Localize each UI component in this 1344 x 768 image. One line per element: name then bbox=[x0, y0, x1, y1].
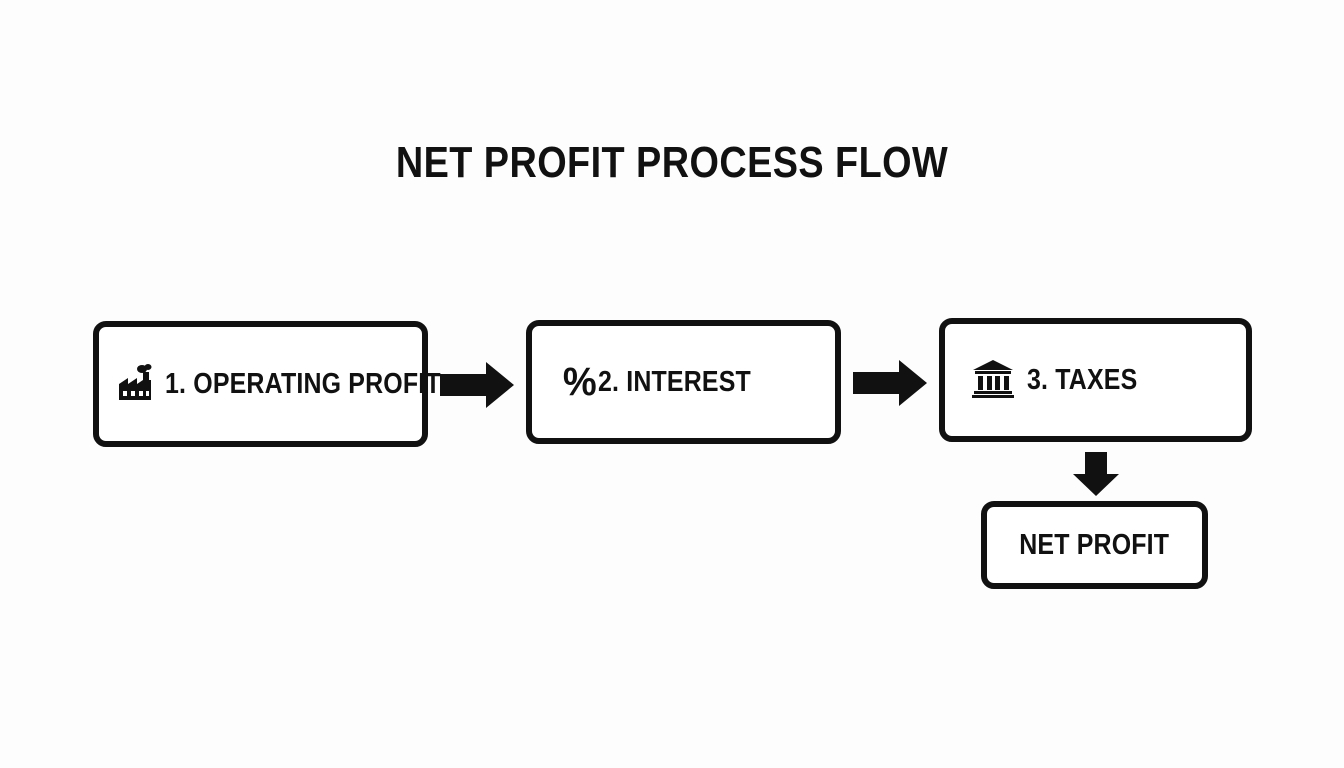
diagram-title: NET PROFIT PROCESS FLOW bbox=[395, 138, 949, 187]
step-label: 1. OPERATING PROFIT bbox=[165, 367, 441, 400]
step-label: 2. INTEREST bbox=[597, 365, 751, 398]
factory-icon bbox=[117, 362, 153, 407]
flow-arrow-right-icon bbox=[853, 360, 927, 406]
step-operating-profit-box: 1. OPERATING PROFIT bbox=[93, 321, 441, 447]
step-label: 3. TAXES bbox=[1027, 363, 1138, 396]
result-label: NET PROFIT bbox=[1019, 528, 1170, 561]
step-interest-box: % 2. INTEREST bbox=[526, 320, 841, 444]
bank-icon bbox=[971, 358, 1015, 403]
flow-arrow-right-icon bbox=[440, 362, 514, 408]
flow-arrow-down-icon bbox=[1073, 452, 1119, 496]
percent-icon: % bbox=[562, 359, 597, 404]
step-taxes-box: 3. TAXES bbox=[939, 318, 1252, 442]
result-net-profit-box: NET PROFIT bbox=[981, 501, 1208, 589]
